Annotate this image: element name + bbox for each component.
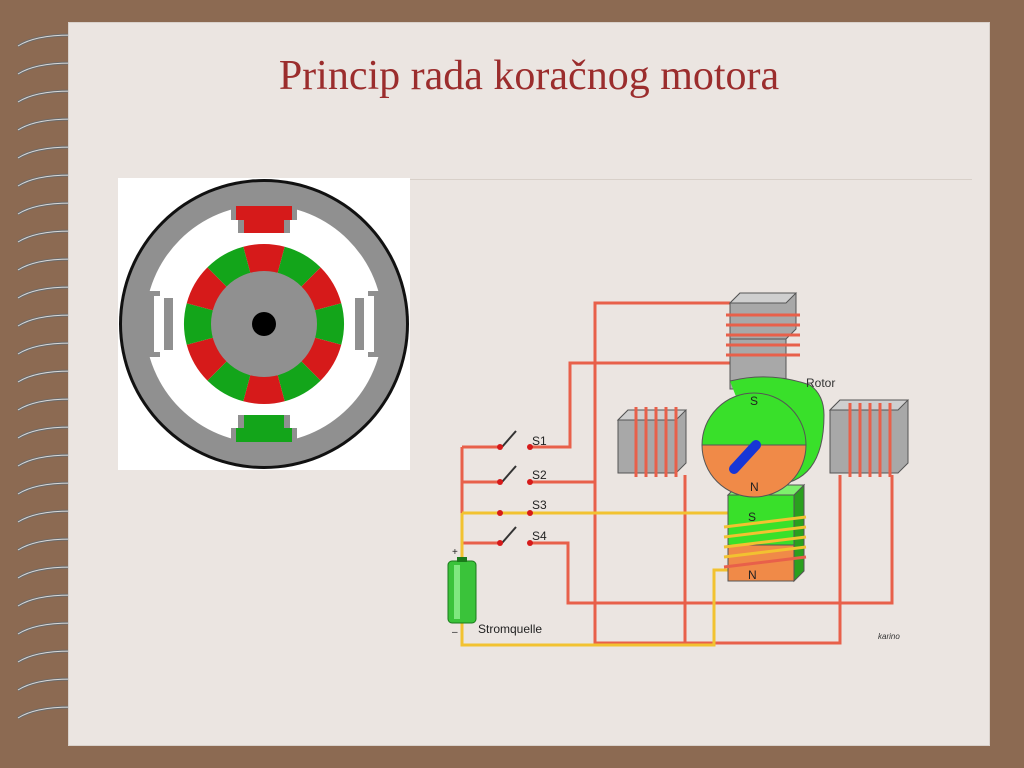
slide-title: Princip rada koračnog motora — [278, 53, 780, 99]
rotor-label: Rotor — [806, 376, 835, 390]
power-source-label: Stromquelle — [478, 622, 542, 636]
rotor-segment-green — [314, 303, 344, 345]
stator-block-bottom — [723, 483, 807, 583]
wire-s4 — [532, 541, 894, 605]
stator-pole-left-slot — [154, 296, 164, 352]
switches — [497, 430, 533, 546]
rotor-shaft — [252, 312, 276, 336]
rotor-pole-n: N — [750, 480, 759, 494]
wire-s1 — [532, 361, 730, 449]
wire-return-top — [593, 303, 842, 645]
switch-s1 — [497, 430, 533, 450]
stator-pole-top-red — [236, 206, 292, 233]
battery-plus: + — [452, 547, 458, 558]
switch-s3 — [497, 510, 533, 516]
switch-label-s2: S2 — [532, 468, 547, 482]
stator-pole-bottom-green — [236, 415, 292, 442]
switch-label-s1: S1 — [532, 434, 547, 448]
rotor-segment-green — [184, 303, 214, 345]
switch-s2 — [497, 465, 533, 485]
author-signature: karino — [878, 632, 900, 641]
lower-pole-s: S — [748, 510, 756, 524]
stepper-circuit-diagram: S1 S2 S3 S4 + – Stromquelle — [447, 292, 910, 647]
switch-label-s4: S4 — [532, 529, 547, 543]
switch-s4 — [497, 526, 533, 546]
rotor-pole-s: S — [750, 394, 758, 408]
stator-block-top — [726, 292, 800, 390]
rotor-segment-red — [243, 374, 285, 404]
lower-pole-n: N — [748, 568, 757, 582]
stator-block-right — [828, 399, 910, 477]
stator-pole-right-slot — [364, 296, 374, 352]
stator-rotor-diagram — [118, 178, 410, 470]
rotor-segment-red — [243, 244, 285, 274]
title-divider — [118, 179, 972, 180]
stator-block-left — [616, 407, 688, 477]
rotor — [701, 376, 825, 498]
battery-icon — [447, 557, 477, 624]
switch-label-s3: S3 — [532, 498, 547, 512]
wire-branches — [462, 445, 498, 545]
battery-minus: – — [452, 627, 458, 638]
